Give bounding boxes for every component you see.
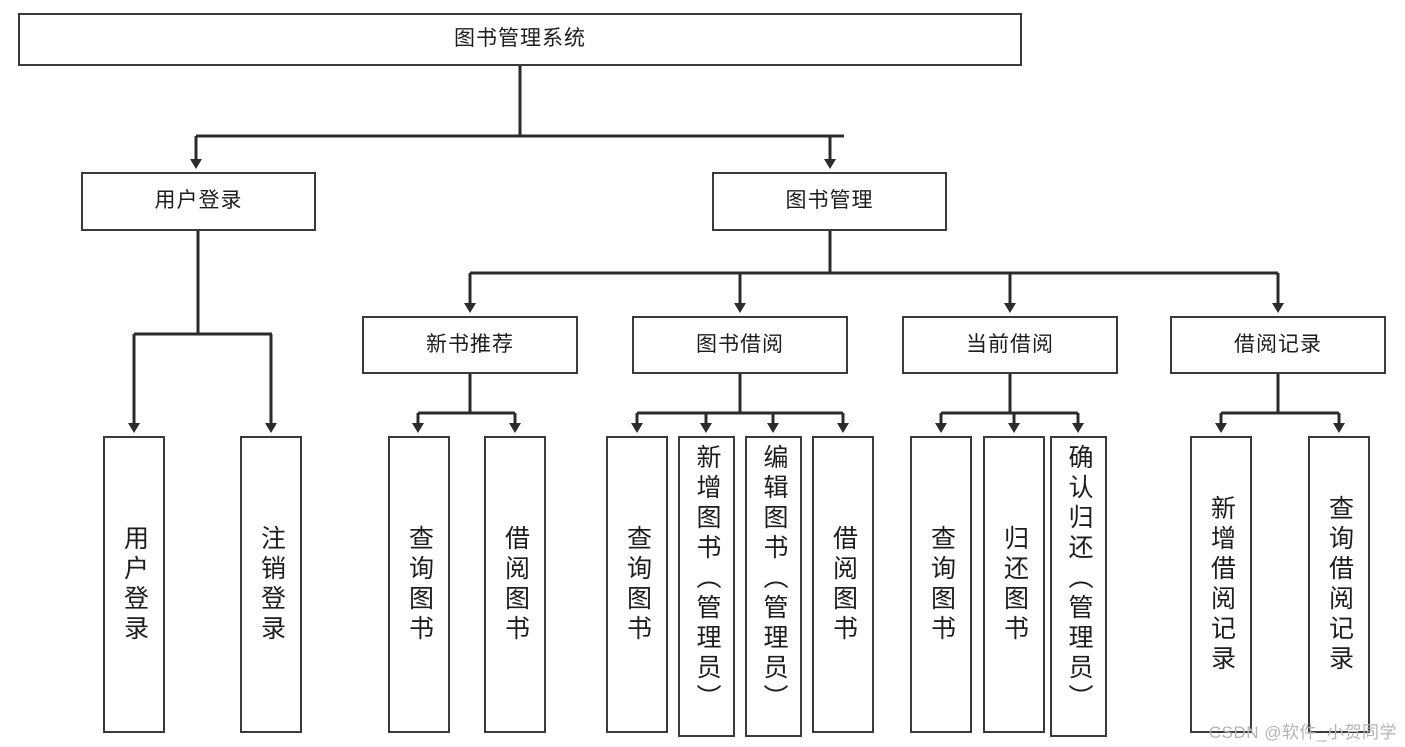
node-current-borrow-label: 当前借阅 (966, 332, 1054, 356)
node-leaf-borrow-book-2[interactable]: 借阅图书 (812, 436, 874, 733)
node-borrow-record[interactable]: 借阅记录 (1170, 316, 1386, 374)
node-user-login-label: 用户登录 (154, 189, 243, 213)
node-leaf-confirm-return-label: 确认归还（管理员） (1065, 444, 1093, 714)
node-leaf-query-record-label: 查询借阅记录 (1325, 494, 1354, 675)
node-new-book-rec-label: 新书推荐 (426, 332, 514, 356)
node-book-borrow-label: 图书借阅 (696, 332, 784, 356)
node-current-borrow[interactable]: 当前借阅 (902, 316, 1118, 374)
node-leaf-return-book[interactable]: 归还图书 (983, 436, 1045, 733)
node-root-label: 图书管理系统 (454, 27, 586, 51)
node-leaf-query-book-2[interactable]: 查询图书 (606, 436, 668, 733)
node-leaf-query-record[interactable]: 查询借阅记录 (1308, 436, 1370, 733)
node-leaf-query-book-2-label: 查询图书 (623, 524, 652, 645)
node-book-manage-label: 图书管理 (785, 189, 874, 213)
node-leaf-query-book-3[interactable]: 查询图书 (910, 436, 972, 733)
node-leaf-return-book-label: 归还图书 (1000, 524, 1029, 645)
node-leaf-add-record[interactable]: 新增借阅记录 (1190, 436, 1252, 733)
node-leaf-logout[interactable]: 注销登录 (240, 436, 302, 733)
node-leaf-logout-label: 注销登录 (257, 524, 286, 645)
node-leaf-borrow-book-1-label: 借阅图书 (501, 524, 530, 645)
node-root[interactable]: 图书管理系统 (18, 13, 1022, 66)
node-leaf-user-login-label: 用户登录 (120, 524, 149, 645)
node-leaf-query-book-1[interactable]: 查询图书 (388, 436, 450, 733)
node-leaf-edit-book-label: 编辑图书（管理员） (760, 444, 788, 714)
node-leaf-edit-book[interactable]: 编辑图书（管理员） (745, 436, 802, 737)
node-leaf-borrow-book-1[interactable]: 借阅图书 (484, 436, 546, 733)
node-leaf-add-record-label: 新增借阅记录 (1207, 494, 1236, 675)
node-borrow-record-label: 借阅记录 (1234, 332, 1322, 356)
node-leaf-confirm-return[interactable]: 确认归还（管理员） (1050, 436, 1107, 737)
node-leaf-add-book-label: 新增图书（管理员） (693, 444, 721, 714)
node-leaf-query-book-3-label: 查询图书 (927, 524, 956, 645)
node-leaf-query-book-1-label: 查询图书 (405, 524, 434, 645)
node-leaf-add-book[interactable]: 新增图书（管理员） (678, 436, 735, 737)
node-leaf-user-login[interactable]: 用户登录 (103, 436, 165, 733)
node-book-manage[interactable]: 图书管理 (712, 172, 947, 231)
node-book-borrow[interactable]: 图书借阅 (632, 316, 848, 374)
node-leaf-borrow-book-2-label: 借阅图书 (829, 524, 858, 645)
node-new-book-rec[interactable]: 新书推荐 (362, 316, 578, 374)
node-user-login[interactable]: 用户登录 (81, 172, 316, 231)
